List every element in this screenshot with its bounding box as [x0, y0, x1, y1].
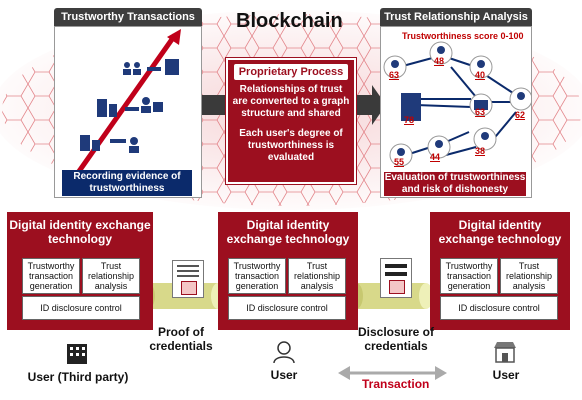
blockchain-title: Blockchain [236, 10, 343, 32]
trustworthy-transactions-title: Trustworthy Transactions [54, 8, 202, 26]
proprietary-process-box: Proprietary Process Relationships of tru… [225, 57, 357, 185]
node-score: 44 [430, 152, 441, 162]
transaction-chain-illustration [72, 29, 181, 179]
node-score: 48 [434, 56, 445, 66]
trustworthy-transaction-generation: Trustworthy transaction generation [228, 258, 286, 294]
node-score: 78 [404, 115, 415, 125]
user-third-party-label: User (Third party) [27, 370, 129, 384]
trust-graph [383, 41, 533, 167]
node-score: 55 [394, 157, 405, 167]
id-disclosure-control: ID disclosure control [22, 296, 140, 320]
process-text-graph: Relationships of trust are converted to … [232, 84, 350, 119]
shop-icon [494, 342, 516, 363]
credential-document-icon [172, 260, 204, 298]
digital-identity-title: Digital identity exchange technology [226, 218, 350, 246]
recording-evidence-label: Recording evidence of trustworthiness [62, 170, 192, 196]
trust-relationship-analysis-title: Trust Relationship Analysis [380, 8, 532, 26]
building-icon [67, 344, 87, 364]
proprietary-process-title: Proprietary Process [234, 64, 348, 80]
user-label: User [492, 368, 520, 382]
node-score: 40 [475, 70, 486, 80]
trust-relationship-panel [380, 26, 533, 198]
id-disclosure-control: ID disclosure control [228, 296, 346, 320]
credential-document-icon [380, 258, 412, 298]
trust-relationship-analysis: Trust relationship analysis [500, 258, 558, 294]
digital-identity-title: Digital identity exchange technology [9, 218, 151, 246]
id-disclosure-control: ID disclosure control [440, 296, 558, 320]
node-score: 63 [475, 107, 486, 117]
transaction-label: Transaction [362, 377, 430, 391]
trustworthy-transactions-panel [54, 26, 202, 198]
score-range-label: Trustworthiness score 0-100 [402, 31, 524, 41]
trust-relationship-analysis: Trust relationship analysis [288, 258, 346, 294]
evaluation-label: Evaluation of trustworthiness and risk o… [384, 172, 526, 196]
node-score: 63 [389, 70, 400, 80]
trust-relationship-analysis: Trust relationship analysis [82, 258, 140, 294]
disclosure-of-credentials-label: Disclosure of credentials [357, 325, 435, 353]
proof-of-credentials-label: Proof of credentials [149, 325, 213, 353]
user-icon [273, 341, 295, 364]
transaction-arrow [338, 366, 447, 380]
node-score: 62 [515, 110, 526, 120]
process-text-evaluation: Each user's degree of trustworthiness is… [239, 128, 343, 163]
node-score: 38 [475, 146, 486, 156]
trustworthy-transaction-generation: Trustworthy transaction generation [440, 258, 498, 294]
arrow-to-analysis [350, 85, 386, 125]
digital-identity-title: Digital identity exchange technology [438, 218, 562, 246]
trustworthy-transaction-generation: Trustworthy transaction generation [22, 258, 80, 294]
user-label: User [270, 368, 298, 382]
